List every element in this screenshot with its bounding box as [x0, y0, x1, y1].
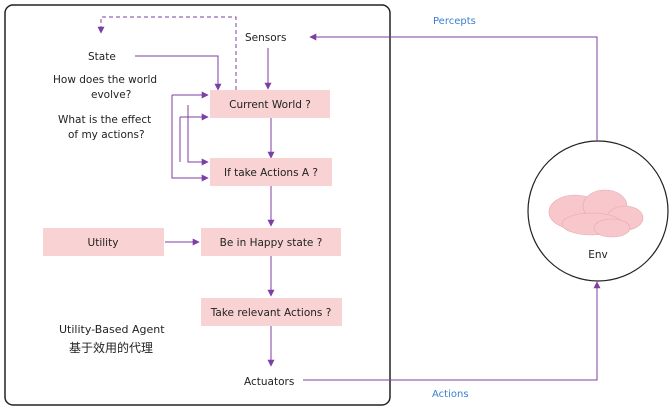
- happy-state-label: Be in Happy state ?: [220, 237, 323, 249]
- env-label: Env: [588, 249, 608, 261]
- world-evolve-label-line1: How does the world: [53, 74, 157, 86]
- state-to-current-world-arrow: [135, 55, 222, 91]
- world-evolve-label-line2: evolve?: [91, 89, 131, 101]
- effect-label-line2: of my actions?: [68, 129, 145, 141]
- state-label: State: [88, 51, 116, 63]
- utility-label: Utility: [88, 237, 119, 249]
- if-take-actions-label: If take Actions A ?: [224, 167, 318, 179]
- world-evolve-bracket-arrow: [171, 95, 209, 182]
- current-world-label: Current World ?: [229, 99, 311, 111]
- effect-label-line1: What is the effect: [58, 114, 151, 126]
- agent-title-en: Utility-Based Agent: [59, 323, 165, 336]
- percepts-arrow: [309, 33, 598, 141]
- state-feedback-dashed-arrow: [97, 16, 237, 90]
- percepts-label: Percepts: [433, 16, 476, 27]
- sensors-label: Sensors: [245, 32, 286, 44]
- actions-arrow: [303, 281, 601, 381]
- take-relevant-label: Take relevant Actions ?: [210, 307, 332, 319]
- agent-frame: [4, 4, 391, 406]
- utility-box: [43, 228, 164, 256]
- actions-label: Actions: [432, 389, 469, 400]
- actuators-label: Actuators: [244, 376, 294, 388]
- take-relevant-box: [201, 298, 342, 326]
- current-world-box: [210, 90, 330, 118]
- agent-title-cn: 基于效用的代理: [69, 340, 153, 355]
- effect-to-if-take-arrow: [187, 105, 209, 166]
- environment-circle: [527, 140, 669, 282]
- cloud-icon: [548, 189, 644, 238]
- if-take-actions-box: [210, 158, 332, 186]
- happy-state-box: [201, 228, 341, 256]
